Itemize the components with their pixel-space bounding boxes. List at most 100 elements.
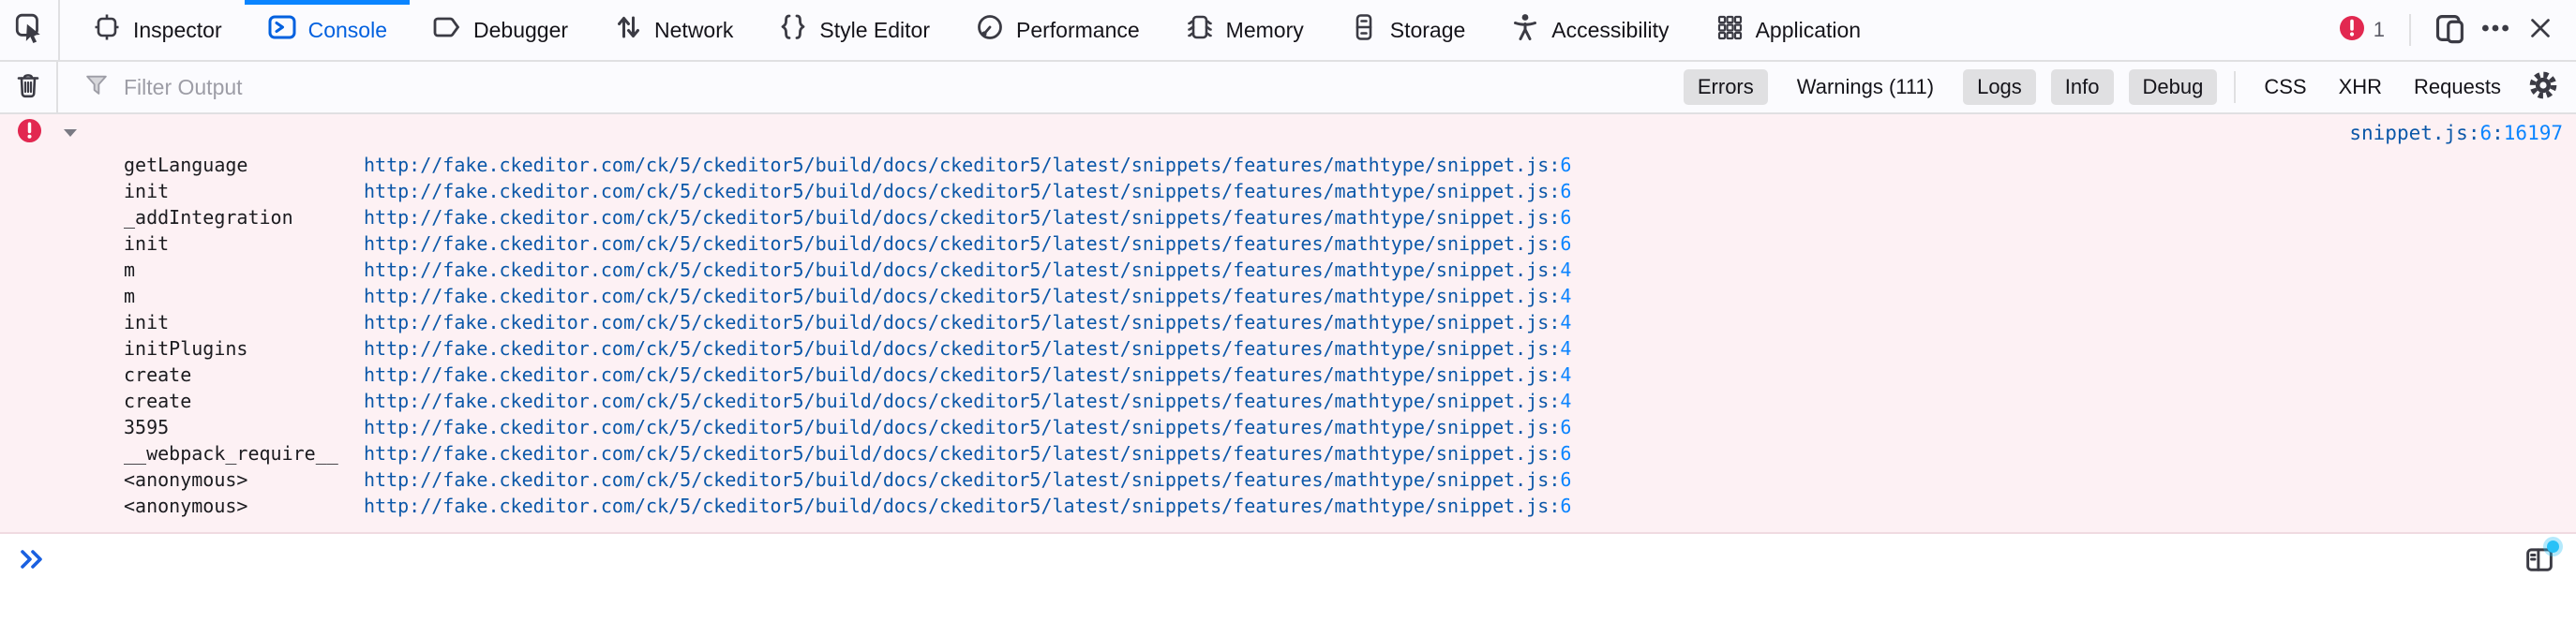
frame-source-link[interactable]: http://fake.ckeditor.com/ck/5/ckeditor5/… [364,493,1571,519]
tabbar-controls: 1 [2331,0,2576,60]
frame-source-link[interactable]: http://fake.ckeditor.com/ck/5/ckeditor5/… [364,440,1571,467]
collapse-stack-arrow[interactable] [63,128,78,138]
frame-function: m [124,259,136,281]
filter-errors[interactable]: Errors [1683,69,1768,105]
frame-source-link[interactable]: http://fake.ckeditor.com/ck/5/ckeditor5/… [364,362,1571,388]
grid-icon [1715,12,1745,48]
source-column: 16197 [2503,122,2563,144]
braces-icon [778,12,808,48]
tab-performance[interactable]: Performance [952,0,1162,60]
tab-style-editor[interactable]: Style Editor [756,0,952,60]
inspector-icon [92,12,122,48]
tab-application[interactable]: Application [1692,0,1884,60]
tab-inspector[interactable]: Inspector [69,0,245,60]
console-settings-button[interactable] [2518,65,2569,110]
filter-info[interactable]: Info [2050,69,2114,105]
tab-memory[interactable]: Memory [1162,0,1326,60]
tab-accessibility[interactable]: Accessibility [1488,0,1691,60]
clear-console-button[interactable] [0,62,58,112]
frame-function: init [124,232,170,255]
source-line: 6 [2479,122,2503,144]
frame-function: create [124,363,192,386]
filter-xhr[interactable]: XHR [2338,75,2383,98]
filter-warnings[interactable]: Warnings (111) [1796,75,1935,98]
filter-output-input[interactable] [124,62,1684,112]
frame-function: init [124,311,170,333]
filter-requests[interactable]: Requests [2414,75,2501,98]
close-icon [2526,14,2554,47]
frame-source-link[interactable]: http://fake.ckeditor.com/ck/5/ckeditor5/… [364,335,1571,362]
error-count: 1 [2373,18,2385,41]
console-command-input[interactable] [60,534,2518,585]
stack-trace: getLanguage http://fake.ckeditor.com/ck/5… [0,152,2576,519]
editor-mode-toggle-button[interactable] [2518,540,2561,579]
tab-console[interactable]: Console [244,0,411,60]
stack-frame: <anonymous>http://fake.ckeditor.com/ck/5… [124,493,2576,519]
divider [2409,14,2411,46]
frame-source-link[interactable]: http://fake.ckeditor.com/ck/5/ckeditor5/… [364,178,1571,204]
error-message-block: snippet.js616197 getLanguage http://fake.… [0,114,2576,534]
frame-source-link[interactable]: http://fake.ckeditor.com/ck/5/ckeditor5/… [364,283,1571,309]
error-count-badge[interactable]: 1 [2331,15,2392,46]
person-icon [1510,12,1540,48]
frame-source-link[interactable]: http://fake.ckeditor.com/ck/5/ckeditor5/… [364,204,1571,230]
stack-frame: create http://fake.ckeditor.com/ck/5/cked… [124,388,2576,414]
tab-network[interactable]: Network [591,0,756,60]
responsive-design-icon [2434,11,2467,50]
frame-function: initPlugins [124,337,248,360]
frame-source-link[interactable]: http://fake.ckeditor.com/ck/5/ckeditor5/… [364,309,1571,335]
filter-css[interactable]: CSS [2264,75,2307,98]
frame-source-link[interactable]: http://fake.ckeditor.com/ck/5/ckeditor5/… [364,467,1571,493]
console-prompt-icon [19,547,47,571]
frame-source-link[interactable]: http://fake.ckeditor.com/ck/5/ckeditor5/… [364,152,1571,178]
node-picker-button[interactable] [0,0,60,60]
error-source-link[interactable]: snippet.js616197 [2349,122,2563,144]
meatball-menu-icon [2479,12,2511,49]
stack-frame: m http://fake.ckeditor.com/ck/5/ckeditor5… [124,257,2576,283]
stack-frame: init http://fake.ckeditor.com/ck/5/ckedit… [124,178,2576,204]
frame-source-link[interactable]: http://fake.ckeditor.com/ck/5/ckeditor5/… [364,414,1571,440]
tab-label: Application [1755,17,1862,42]
frame-source-link[interactable]: http://fake.ckeditor.com/ck/5/ckeditor5/… [364,230,1571,257]
source-file: snippet.js [2349,122,2479,144]
divider [2234,71,2237,103]
console-output: snippet.js616197 getLanguage http://fake.… [0,114,2576,637]
filter-logs[interactable]: Logs [1963,69,2036,105]
stack-frame: initPlugins http://fake.ckeditor.com/ck/5… [124,335,2576,362]
stack-frame: <anonymous>http://fake.ckeditor.com/ck/5… [124,467,2576,493]
stack-frame: __webpack_require__http://fake.ckeditor.… [124,440,2576,467]
frame-source-link[interactable]: http://fake.ckeditor.com/ck/5/ckeditor5/… [364,257,1571,283]
node-picker-icon [13,12,45,49]
storage-icon [1349,12,1379,48]
gauge-icon [975,12,1005,48]
console-empty-space [0,585,2576,637]
network-icon [613,12,643,48]
error-message-row: snippet.js616197 [0,114,2576,152]
filter-debug[interactable]: Debug [2128,69,2218,105]
frame-function: m [124,285,136,307]
frame-source-link[interactable]: http://fake.ckeditor.com/ck/5/ckeditor5/… [364,388,1571,414]
stack-frame: init http://fake.ckeditor.com/ck/5/ckedit… [124,309,2576,335]
frame-function: create [124,390,192,412]
console-filterbar: Errors Warnings (111) Logs Info Debug CS… [0,62,2576,114]
meatball-menu-button[interactable] [2473,7,2518,52]
tab-label: Debugger [473,17,569,42]
gear-icon [2526,68,2560,107]
close-devtools-button[interactable] [2518,7,2563,52]
notification-dot [2547,541,2559,553]
stack-frame: getLanguage http://fake.ckeditor.com/ck/5… [124,152,2576,178]
frame-function: init [124,180,170,202]
chip-icon [1185,12,1215,48]
filter-input-wrap [58,62,1684,112]
tab-label: Performance [1016,17,1140,42]
tab-label: Storage [1389,17,1466,42]
tab-label: Console [307,17,387,42]
tab-label: Accessibility [1551,17,1670,42]
tab-label: Network [654,17,734,42]
frame-function: getLanguage [124,154,248,176]
tab-storage[interactable]: Storage [1326,0,1489,60]
tab-debugger[interactable]: Debugger [410,0,591,60]
responsive-design-button[interactable] [2428,7,2473,52]
tab-label: Inspector [133,17,222,42]
